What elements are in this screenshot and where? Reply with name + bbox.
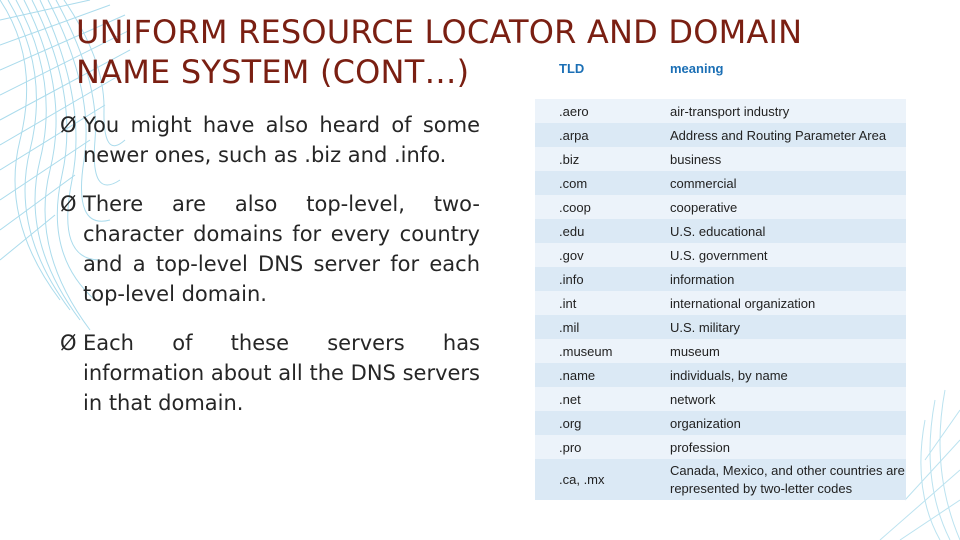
meaning-cell: network <box>664 387 906 411</box>
meaning-cell: U.S. military <box>664 315 906 339</box>
bullet-item: Ø Each of these servers has information … <box>60 328 480 418</box>
meaning-cell: Canada, Mexico, and other countries are … <box>664 459 906 500</box>
bullet-list: Ø You might have also heard of some newe… <box>60 110 480 437</box>
tld-cell: .name <box>535 363 664 387</box>
bullet-text: There are also top-level, two-character … <box>83 192 480 306</box>
bullet-item: Ø You might have also heard of some newe… <box>60 110 480 170</box>
meaning-cell: international organization <box>664 291 906 315</box>
column-header-meaning: meaning <box>664 58 906 99</box>
tld-cell: .arpa <box>535 123 664 147</box>
tld-cell: .pro <box>535 435 664 459</box>
tld-cell: .edu <box>535 219 664 243</box>
meaning-cell: U.S. educational <box>664 219 906 243</box>
bullet-item: Ø There are also top-level, two-characte… <box>60 189 480 309</box>
meaning-cell: Address and Routing Parameter Area <box>664 123 906 147</box>
tld-cell: .museum <box>535 339 664 363</box>
tld-cell: .int <box>535 291 664 315</box>
table-header-row: TLD meaning <box>535 58 906 99</box>
arrow-bullet-icon: Ø <box>60 192 77 216</box>
arrow-bullet-icon: Ø <box>60 113 77 137</box>
tld-cell: .gov <box>535 243 664 267</box>
meaning-cell: museum <box>664 339 906 363</box>
tld-cell: .org <box>535 411 664 435</box>
meaning-cell: organization <box>664 411 906 435</box>
bullet-text: You might have also heard of some newer … <box>83 113 480 167</box>
meaning-cell: commercial <box>664 171 906 195</box>
bullet-text: Each of these servers has information ab… <box>83 331 480 415</box>
slide-title: UNIFORM RESOURCE LOCATOR AND DOMAIN NAME… <box>76 13 803 91</box>
tld-cell: .coop <box>535 195 664 219</box>
meaning-cell: business <box>664 147 906 171</box>
tld-cell: .ca, .mx <box>535 459 664 500</box>
meaning-cell: U.S. government <box>664 243 906 267</box>
column-header-tld: TLD <box>535 58 664 99</box>
arrow-bullet-icon: Ø <box>60 331 77 355</box>
meaning-cell: individuals, by name <box>664 363 906 387</box>
meaning-cell: cooperative <box>664 195 906 219</box>
tld-cell: .mil <box>535 315 664 339</box>
tld-cell: .com <box>535 171 664 195</box>
tld-cell: .info <box>535 267 664 291</box>
tld-cell: .net <box>535 387 664 411</box>
meaning-cell: information <box>664 267 906 291</box>
meaning-cell: air-transport industry <box>664 99 906 123</box>
tld-cell: .aero <box>535 99 664 123</box>
tld-cell: .biz <box>535 147 664 171</box>
meaning-cell: profession <box>664 435 906 459</box>
